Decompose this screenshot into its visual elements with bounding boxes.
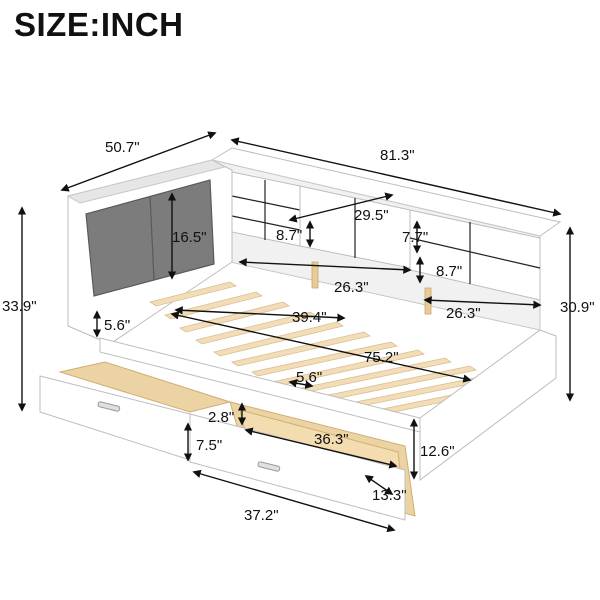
dimension-labels: 50.7" 81.3" 33.9" 30.9" 16.5" 29.5" 8.7"… bbox=[2, 139, 595, 524]
drawer-inner-height-label: 2.8" bbox=[208, 409, 234, 426]
inner-length-label: 75.2" bbox=[364, 349, 399, 366]
drawer-inner-length-label: 36.3" bbox=[314, 431, 349, 448]
shelf-right-width-label: 26.3" bbox=[446, 305, 481, 322]
end-panel bbox=[419, 329, 557, 481]
drawer-inner-depth-label: 13.3" bbox=[372, 487, 407, 504]
cushion-height-label: 16.5" bbox=[172, 229, 207, 246]
drawer-length-label: 37.2" bbox=[244, 507, 279, 524]
length-label: 81.3" bbox=[380, 147, 415, 164]
shelf-right-width-line bbox=[423, 296, 542, 309]
shelf-leg-right bbox=[424, 287, 432, 315]
bed-side-height-label: 12.6" bbox=[420, 443, 455, 460]
length-dimension-line bbox=[230, 137, 562, 217]
depth-dimension-line bbox=[60, 131, 217, 192]
side-height-label: 30.9" bbox=[560, 299, 595, 316]
dimension-lines bbox=[17, 131, 575, 533]
drawer-front-height-label: 7.5" bbox=[196, 437, 222, 454]
inner-width-label: 39.4" bbox=[292, 309, 327, 326]
inner-length-line bbox=[170, 311, 472, 383]
shelf-right-height-label: 7.7" bbox=[402, 229, 428, 246]
depth-label: 50.7" bbox=[105, 139, 140, 156]
total-height-label: 33.9" bbox=[2, 298, 37, 315]
drawer-inner-length-line bbox=[244, 427, 398, 469]
bed-illustration bbox=[39, 147, 562, 521]
shelf-upper-width-label: 29.5" bbox=[354, 207, 389, 224]
shelf-left-height-label: 8.7" bbox=[276, 227, 302, 244]
shelf-upper-width-line bbox=[288, 192, 394, 223]
slat-gap-line bbox=[288, 379, 314, 389]
shelf-right-lower-height-label: 8.7" bbox=[436, 263, 462, 280]
shelf-left-width-line bbox=[238, 258, 412, 274]
slat-gap-label: 5.6" bbox=[296, 369, 322, 386]
drawer-length-line bbox=[192, 469, 396, 533]
shelf-left-width-label: 26.3" bbox=[334, 279, 369, 296]
drawer-left-handle bbox=[97, 401, 121, 412]
rail-height-label: 5.6" bbox=[104, 317, 130, 334]
page-title: SIZE:INCH bbox=[14, 6, 184, 43]
